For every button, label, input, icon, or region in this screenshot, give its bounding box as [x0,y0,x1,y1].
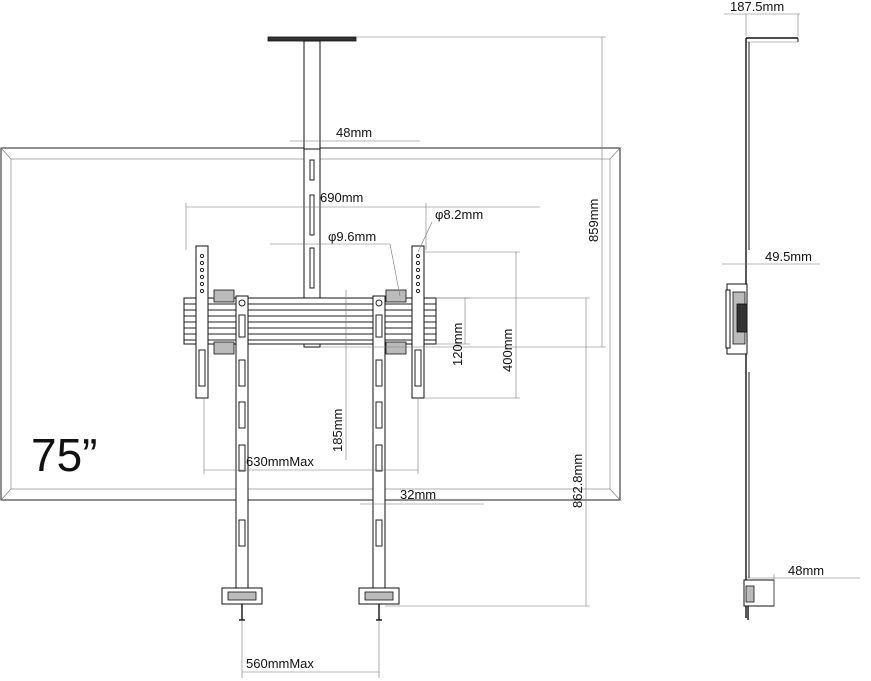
leg-width-label: 32mm [400,487,436,502]
max-width-label: 630mmMax [246,454,314,469]
foot-spacing-label: 560mmMax [246,656,314,671]
pattern-height-label: 400mm [500,329,515,372]
right-leg [358,295,400,621]
total-height-label: 859mm [586,199,601,242]
leg-offset-label: 185mm [330,409,345,452]
pattern-width-label: 690mm [320,190,363,205]
top-depth-label: 187.5mm [730,0,784,14]
pole-width-label: 48mm [336,125,372,140]
rail-height-label: 120mm [450,323,465,366]
left-leg [221,295,263,621]
leg-length-label: 862.8mm [570,454,585,508]
foot-width-label: 48mm [788,563,824,578]
front-dimension-lines [185,36,606,678]
wall-offset-label: 49.5mm [765,249,812,264]
left-tv-bracket [195,245,235,399]
side-view [722,13,860,620]
small-hole-label: φ8.2mm [435,207,483,222]
right-tv-bracket [385,245,425,399]
large-hole-label: φ9.6mm [328,229,376,244]
horizontal-rail [183,297,437,345]
screen-size-label: 75” [31,429,97,481]
